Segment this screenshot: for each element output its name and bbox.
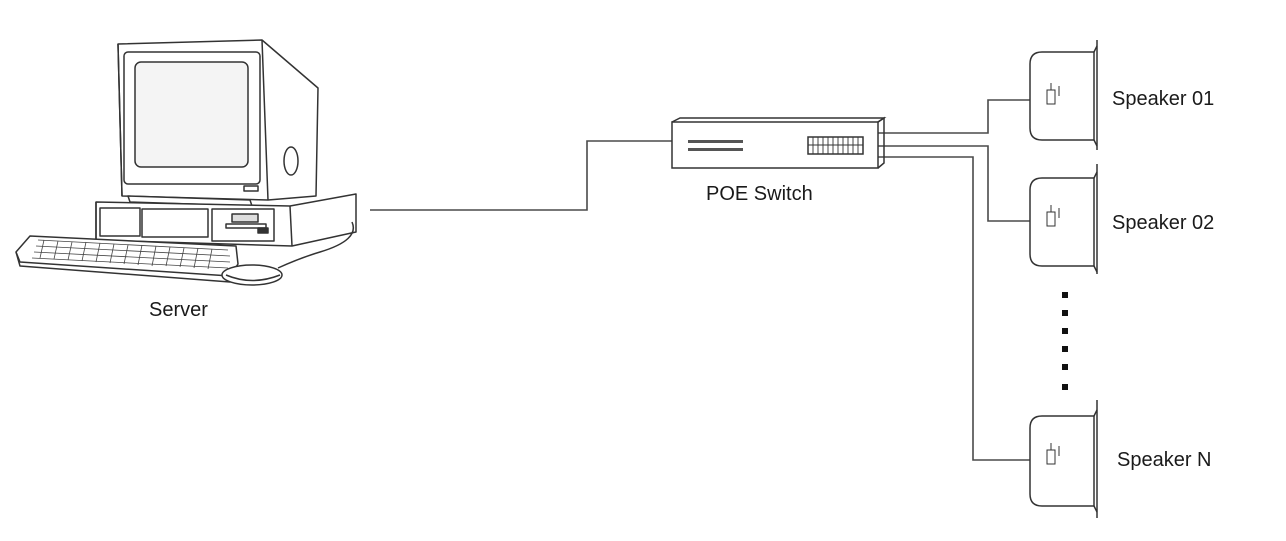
- vertical-dots-icon: [1062, 292, 1068, 390]
- link-speaker-n: [878, 156, 1030, 461]
- link-speaker-01: [878, 99, 1030, 134]
- speaker-n-icon: [1029, 400, 1098, 518]
- link-speaker-02: [878, 145, 1030, 222]
- switch-leds: [688, 140, 743, 151]
- link-server-switch: [370, 140, 672, 211]
- speaker-01-icon: [1029, 40, 1098, 150]
- server-label: Server: [149, 299, 208, 321]
- speaker-02-icon: [1029, 164, 1098, 274]
- desktop-computer-icon: [15, 39, 357, 286]
- connection-lines: [370, 99, 1030, 461]
- speaker-n-label: Speaker N: [1117, 449, 1212, 471]
- network-switch-icon: [671, 116, 887, 169]
- speaker-02-label: Speaker 02: [1112, 212, 1215, 234]
- speaker-01-label: Speaker 01: [1112, 88, 1215, 110]
- keyboard-keys: [31, 239, 231, 270]
- poe-switch-label: POE Switch: [706, 183, 813, 205]
